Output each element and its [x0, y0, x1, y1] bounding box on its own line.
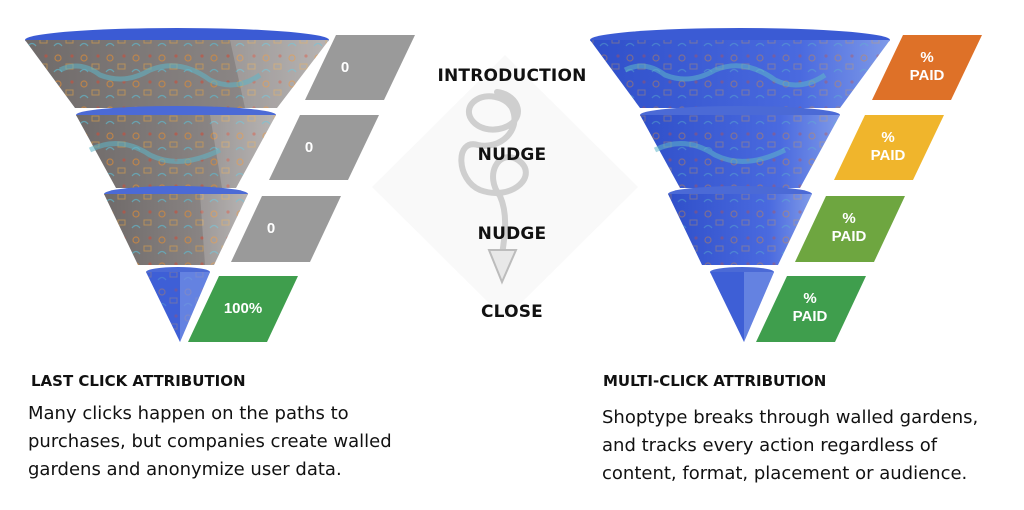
journey-spiral-icon — [372, 55, 638, 319]
right-tag-3 — [795, 196, 905, 262]
stage-close: CLOSE — [480, 302, 543, 322]
right-tag-4-percent: % — [803, 290, 817, 307]
right-tag-2-label: % PAID — [858, 129, 918, 165]
right-funnel — [590, 28, 890, 342]
right-tag-3-paid: PAID — [831, 228, 867, 245]
left-description-line-3: gardens and anonymize user data. — [28, 459, 342, 480]
right-tag-2-percent: % — [881, 129, 895, 146]
left-funnel-tier-1 — [25, 28, 329, 108]
left-tag-4-label: 100% — [223, 300, 263, 317]
left-tag-1-label: 0 — [340, 59, 350, 76]
right-tag-2 — [834, 115, 944, 180]
stage-nudge-1: NUDGE — [477, 145, 547, 165]
left-heading: LAST CLICK ATTRIBUTION — [31, 372, 246, 390]
right-description: Shoptype breaks through walled gardens, … — [602, 404, 1022, 488]
left-funnel-tier-4 — [146, 267, 210, 342]
right-tag-1 — [872, 35, 982, 100]
left-funnel-tier-2 — [76, 106, 276, 188]
right-tag-4-label: % PAID — [780, 290, 840, 326]
left-tag-4 — [188, 276, 298, 342]
right-description-line-2: and tracks every action regardless of — [602, 435, 938, 456]
stage-nudge-2: NUDGE — [477, 224, 547, 244]
right-funnel-tier-4 — [710, 267, 774, 342]
left-description-line-1: Many clicks happen on the paths to — [28, 403, 349, 424]
right-description-line-1: Shoptype breaks through walled gardens, — [602, 407, 979, 428]
left-tag-2-label: 0 — [304, 139, 314, 156]
right-tag-1-label: % PAID — [897, 49, 957, 85]
left-funnel — [25, 28, 329, 342]
right-description-line-3: content, format, placement or audience. — [602, 463, 968, 484]
right-heading: MULTI-CLICK ATTRIBUTION — [603, 372, 827, 390]
right-tag-4 — [756, 276, 866, 342]
right-funnel-tier-2 — [640, 106, 840, 188]
left-tag-3-label: 0 — [266, 220, 276, 237]
stage-introduction: INTRODUCTION — [437, 66, 587, 86]
left-description-line-2: purchases, but companies create walled — [28, 431, 392, 452]
left-tag-1 — [305, 35, 415, 100]
left-tag-2 — [269, 115, 379, 180]
left-tag-3 — [231, 196, 341, 262]
right-tag-1-percent: % — [920, 49, 934, 66]
left-description: Many clicks happen on the paths to purch… — [28, 400, 468, 484]
left-funnel-tier-3 — [104, 186, 248, 265]
right-tag-3-percent: % — [842, 210, 856, 227]
right-funnel-tier-1 — [590, 28, 890, 108]
right-funnel-tier-3 — [668, 186, 812, 265]
right-tag-3-label: % PAID — [819, 210, 879, 246]
right-tag-1-paid: PAID — [909, 67, 945, 84]
right-tag-4-paid: PAID — [792, 308, 828, 325]
right-tag-2-paid: PAID — [870, 147, 906, 164]
